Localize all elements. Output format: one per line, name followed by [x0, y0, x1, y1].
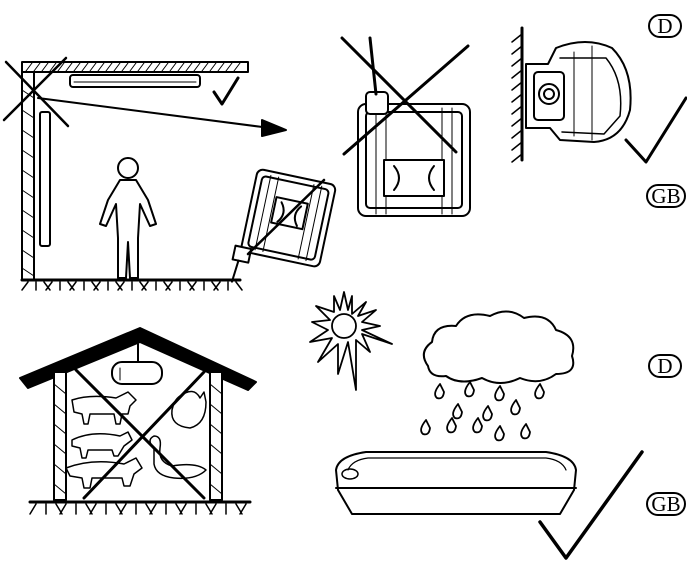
wall-mount-panel: [511, 26, 687, 164]
mounting-wall-hatch: [511, 33, 523, 163]
hanging-luminaire-cross-icon: [340, 36, 470, 156]
outdoor-panel: [309, 291, 644, 560]
stable-panel: [19, 327, 257, 515]
stable-ground-hatch: [29, 503, 247, 515]
stable-luminaire: [111, 361, 163, 385]
person-figure: [99, 157, 157, 279]
room-panel: [2, 56, 287, 291]
outdoor-checkmark-icon: [538, 450, 644, 560]
tilted-luminaire-panel: [230, 168, 337, 283]
wall-luminaire: [39, 111, 51, 247]
language-badge-d-top: D: [648, 14, 682, 38]
cow-2-icon: [65, 457, 143, 489]
cloud-icon: [422, 310, 575, 384]
ceiling-luminaire: [69, 74, 201, 88]
hanging-mount-bracket: [365, 91, 389, 115]
outdoor-luminaire: [335, 451, 577, 515]
hanging-luminaire-panel: [340, 36, 471, 217]
raindrops-icon: [420, 381, 545, 442]
wall-luminaire-cross-icon: [2, 56, 70, 128]
stable-cross-icon: [74, 368, 206, 500]
room-left-wall: [21, 71, 35, 281]
stable-left-wall: [53, 371, 67, 501]
tilted-luminaire-cross-icon: [246, 178, 326, 256]
direction-arrow: [37, 97, 271, 129]
room-ceiling: [21, 61, 249, 73]
language-badge-gb-bottom: GB: [646, 492, 686, 516]
tilted-luminaire: [230, 168, 337, 283]
arrow-head-icon: [261, 119, 287, 137]
wall-mount-checkmark-icon: [624, 96, 687, 164]
language-badge-gb-top: GB: [646, 184, 686, 208]
ceiling-checkmark-icon: [212, 76, 240, 106]
language-badge-d-bottom: D: [648, 354, 682, 378]
stable-roof: [19, 327, 257, 391]
ceiling-hatch: [25, 62, 241, 72]
stable-right-wall: [209, 371, 223, 501]
floor-ground-hatch: [21, 281, 243, 291]
pig-icon: [71, 431, 133, 459]
wall-hatch: [21, 89, 35, 277]
chicken-icon: [171, 390, 207, 429]
sun-icon: [309, 291, 393, 391]
